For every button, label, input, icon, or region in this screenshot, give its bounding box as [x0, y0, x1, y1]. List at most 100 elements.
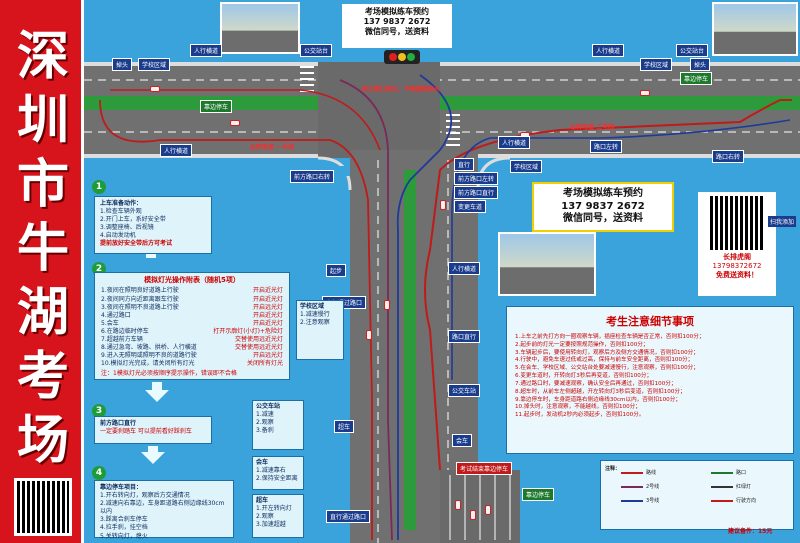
title-char: 考: [16, 346, 69, 407]
step-3-body: 一定要刹踏车 可以提前看好踩刹车: [100, 428, 192, 436]
tag-crosswalk-top-left: 人行横道: [190, 44, 223, 57]
step-1-title: 上车准备动作：: [100, 200, 143, 207]
step-3-badge: 3: [92, 404, 106, 418]
contact-mid-line3: 微信同号，送资料: [563, 213, 643, 224]
title-char: 深: [16, 26, 69, 87]
note-item: 10.掉头时，注意观察，不能越线，否则扣100分；: [515, 404, 641, 411]
car-marker: [366, 330, 372, 340]
contact-top-line1: 考场模拟练车预约: [365, 7, 429, 16]
footer-price-note: 建议备件：15元: [728, 528, 773, 535]
light-row: 10.模拟灯光完成，请关闭所有灯光关闭所有灯光: [101, 360, 283, 368]
tag-u-turn-left: 掉头: [112, 58, 133, 71]
contact-box-mid: 考场模拟练车预约 137 9837 2672 微信同号，送资料: [532, 182, 674, 232]
step-4-item: 3.踩离合刹车停车: [100, 516, 148, 524]
road-photo-mid: [498, 232, 596, 296]
note-item: 9.靠边停车时，车身距道路右侧边缘线30cm以内，否则扣100分；: [515, 396, 681, 403]
light-row: 4.通过路口开启近光灯: [101, 311, 283, 319]
flow-arrow: [148, 446, 158, 452]
tag-road-change: 变更车道: [454, 200, 487, 213]
tag-crosswalk-right: 人行横道: [498, 136, 531, 149]
info-panel-bus: 公交车站 1.减速 2.观察 3.备刹: [252, 400, 304, 450]
legend-row: 路口: [711, 469, 746, 476]
contact-top-phone: 137 9837 2672: [363, 17, 431, 26]
light-row: 7.超越前方车辆交替使用远近光灯: [101, 336, 283, 343]
tag-pedestrian: 人行横道: [448, 262, 481, 275]
step-1-item: 2.开门上车，系好安全带: [100, 216, 166, 224]
light-row: 3.夜间在照明不良道路上行驶开启远光灯: [101, 303, 283, 311]
note-item: 3.车辆起步后，要使用转向灯，观察后方及侧方交通情况，否则扣100分；: [515, 349, 699, 356]
step-4-item: 1.开右转向灯，观察后方交通情况: [100, 492, 190, 500]
car-marker: [150, 86, 160, 92]
qr-name: 长排虎阁: [723, 253, 751, 261]
side-banner: 深 圳 市 牛 湖 考 场: [0, 0, 84, 543]
road-photo-top-right: [712, 2, 798, 56]
tag-ahead-straight: 前方路口直行: [454, 186, 499, 199]
car-marker: [485, 505, 491, 515]
legend-title: 注释：: [605, 466, 621, 472]
tag-left-pull-over: 靠边停车: [200, 100, 233, 113]
step-1-item: 3.调整座椅、后视镜: [100, 224, 154, 232]
note-item: 8.超车时，从前车左侧超越，开左转向灯3秒后变道，否则扣100分；: [515, 388, 686, 395]
qr-card-right: 长排虎阁 13798372672 免费送资料！: [698, 192, 776, 296]
tag-meeting: 会车: [452, 434, 473, 447]
note-item: 11.起步时，发动机2秒内必须起步，否则扣100分。: [515, 412, 645, 419]
car-marker: [440, 200, 446, 210]
step-4-badge: 4: [92, 466, 106, 480]
legend-row: 3号线: [621, 497, 659, 504]
step-4-title: 靠边停车项目：: [100, 484, 143, 491]
note-left-curve: 左转弯道 一号线: [250, 144, 295, 151]
legend-row: 路线: [621, 469, 656, 476]
notes-title: 考生注意细节事项: [606, 315, 694, 328]
step-4-item: 5.关转向灯，熄火: [100, 532, 148, 540]
contact-mid-line1: 考场模拟练车预约: [563, 188, 643, 199]
car-marker: [384, 300, 390, 310]
tag-u-turn-right: 掉头: [690, 58, 711, 71]
tag-school-zone-left: 学校区域: [138, 58, 171, 71]
tag-overtake: 超车: [334, 420, 355, 433]
info-panel-meeting: 会车 1.减速靠右 2.保持安全距离: [252, 456, 304, 490]
legend-panel: 注释： 路线 2号线 3号线 路口 红绿灯 行驶方向: [600, 460, 794, 530]
flow-arrow-head: [145, 390, 169, 402]
step-1-panel: 上车准备动作： 1.检查车辆外观 2.开门上车，系好安全带 3.调整座椅、后视镜…: [94, 196, 212, 254]
tag-school-zone-center: 学校区域: [510, 160, 543, 173]
tag-left-turn: 路口左转: [590, 140, 623, 153]
flow-arrow: [152, 382, 162, 390]
car-marker: [470, 510, 476, 520]
tag-pass-intersection: 路口直行: [448, 330, 481, 343]
car-marker: [230, 120, 240, 126]
light-row: 1.夜间在照明良好道路上行驶开启近光灯: [101, 287, 283, 295]
tag-bus-station: 公交车站: [448, 384, 481, 397]
qr-scan-label: 扫我添加: [768, 216, 797, 227]
legend-row: 红绿灯: [711, 483, 751, 490]
tag-straight: 直行: [454, 158, 475, 171]
tag-pull-over-zone: 靠边停车: [522, 488, 555, 501]
tag-lane-change-road: 直行通过路口: [326, 510, 371, 523]
title-char: 湖: [16, 282, 69, 343]
tag-school-zone-right: 学校区域: [640, 58, 673, 71]
step-4-item: 4.拉手刹，挂空档: [100, 524, 148, 532]
contact-top-line3: 微信同号，送资料: [365, 27, 429, 36]
step-4-item: 2.减速向右靠边，车身距道路右侧边缘线30cm以内: [100, 500, 225, 516]
tag-ahead-turn-left: 前方路口左转: [454, 172, 499, 185]
step-4-panel: 靠边停车项目： 1.开右转向灯，观察后方交通情况 2.减速向右靠边，车身距道路右…: [94, 480, 234, 540]
step-1-badge: 1: [92, 180, 106, 194]
note-item: 4.行驶中，避免车速过低或过高，保持与前车安全距离，否则扣100分；: [515, 357, 694, 364]
note-item: 6.变更车道时，开转向灯3秒后再变道，否则扣100分；: [515, 373, 653, 380]
step-2-title: 模拟灯光操作附表（随机5项）: [144, 276, 240, 284]
note-item: 1.上车之前先打方向一圈观察车辆，插座检查车辆是否正常，否则扣100分；: [515, 334, 705, 340]
info-panel-school: 学校区域 1.减速慢行 2.注意观察: [296, 300, 344, 360]
title-char: 圳: [16, 90, 69, 151]
tag-bus-stop-right: 公交站台: [676, 44, 709, 57]
tag-start: 起步: [326, 264, 347, 277]
step-1-item: 1.检查车辆外观: [100, 208, 142, 216]
qr-code-left: [14, 478, 72, 536]
notes-panel: 考生注意细节事项 1.上车之前先打方向一圈观察车辆，插座检查车辆是否正常，否则扣…: [506, 306, 794, 454]
step-3-panel: 前方路口直行 一定要刹踏车 可以提前看好踩刹车: [94, 416, 212, 444]
light-row: 6.在路边临时停车打开示廓灯(小灯)+危险灯: [101, 327, 283, 335]
contact-box-top: 考场模拟练车预约 137 9837 2672 微信同号，送资料: [342, 4, 452, 48]
tag-end-area: 考试结束靠边停车: [456, 462, 513, 475]
tag-ahead-turn-right: 前方路口右转: [290, 170, 335, 183]
car-marker: [455, 500, 461, 510]
contact-mid-phone: 137 9837 2672: [561, 200, 645, 212]
